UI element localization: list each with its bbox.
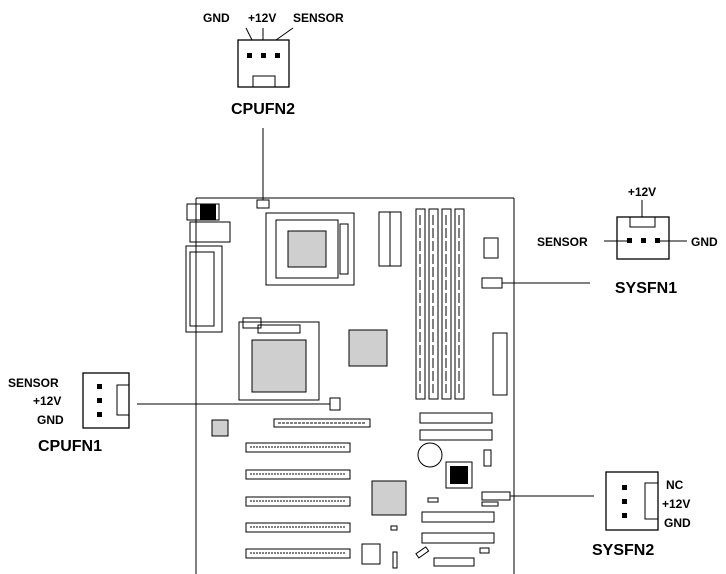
- io-chip: [445, 461, 473, 489]
- cpufn1-pin-gnd-label: GND: [37, 413, 64, 427]
- pci-slots: [245, 442, 351, 559]
- sysfn1-title: SYSFN1: [615, 280, 677, 297]
- sysfn2-pin: [622, 485, 627, 490]
- sysfn2-pin-gnd-label: GND: [664, 516, 691, 530]
- north-bridge-chip: [348, 329, 388, 367]
- cpufn1-key: [116, 384, 130, 416]
- sysfn2-connector: NC +12V GND SYSFN2: [510, 471, 691, 559]
- cpu-socket-1-inner: [275, 219, 339, 279]
- cpufn1-pin-12v-label: +12V: [33, 394, 61, 408]
- sysfn2-pin-nc-label: NC: [666, 478, 684, 492]
- ide-connector-secondary: [419, 429, 493, 441]
- board-small-component: [479, 547, 490, 554]
- cpufn1-title: CPUFN1: [38, 438, 102, 455]
- sysfn2-board-header-pins: [481, 501, 499, 507]
- rear-io-ps2-port-fill: [200, 204, 216, 220]
- cmos-battery: [417, 442, 443, 468]
- south-bridge-chip: [371, 480, 407, 516]
- lower-connector-1: [421, 511, 495, 523]
- sysfn1-connector: +12V SENSOR GND SYSFN1: [502, 185, 718, 297]
- cpufn2-leader-gnd: [245, 27, 253, 41]
- cpu-socket-1: [265, 212, 355, 286]
- sysfn1-pin-12v-label: +12V: [628, 185, 656, 199]
- cpufn1-pin: [97, 398, 102, 403]
- floppy-connector: [492, 332, 508, 396]
- cpufn2-pin-gnd-label: GND: [203, 11, 230, 25]
- rear-io-usb-port: [189, 221, 231, 243]
- board-bottom-connector: [433, 557, 475, 567]
- cpufn2-pin: [275, 53, 280, 58]
- cpufn1-pin: [97, 384, 102, 389]
- board-small-component: [483, 449, 492, 467]
- dimm-slot: [428, 208, 439, 400]
- rear-io-parallel-inner: [189, 251, 215, 327]
- board-chip-left: [211, 419, 229, 437]
- board-small-component: [415, 546, 430, 559]
- cpufn2-pin-12v-label: +12V: [248, 11, 276, 25]
- cpufn2-pin: [261, 53, 266, 58]
- cpu-socket-1-core: [287, 230, 327, 268]
- sysfn2-pin: [622, 513, 627, 518]
- board-small-chip: [361, 543, 381, 565]
- cpufn2-title: CPUFN2: [231, 101, 295, 118]
- cpufn2-pin: [247, 53, 252, 58]
- rear-io-parallel-port: [185, 245, 223, 333]
- motherboard: [185, 197, 515, 574]
- board-chip-small: [483, 237, 499, 259]
- sysfn2-title: SYSFN2: [592, 542, 654, 559]
- io-chip-core: [450, 466, 468, 484]
- sysfn2-board-header: [481, 491, 511, 501]
- sysfn1-pin-sensor-label: SENSOR: [537, 235, 588, 249]
- board-small-component: [427, 497, 439, 503]
- cpu-socket-1-lever: [339, 223, 349, 275]
- sysfn2-pin-12v-label: +12V: [662, 497, 690, 511]
- cpufn2-key: [252, 75, 276, 88]
- cpufn1-board-header: [329, 397, 341, 411]
- cpufn2-pin-sensor-label: SENSOR: [293, 11, 344, 25]
- sysfn1-board-header: [481, 277, 503, 289]
- cpu-socket-2: [238, 321, 320, 401]
- ide-connector-primary: [419, 412, 493, 424]
- cpufn1-pin: [97, 412, 102, 417]
- cpu-socket-2-core: [251, 339, 307, 393]
- agp-slot: [273, 418, 371, 428]
- cpufn2-leader-sensor: [275, 27, 294, 41]
- cpufn2-header-body: [237, 39, 290, 88]
- dimm-slot: [454, 208, 465, 400]
- dimm-slot: [415, 208, 426, 400]
- sysfn2-header-body: [605, 471, 659, 531]
- socket-2-clip: [242, 317, 262, 329]
- cpu-socket-2-lever: [257, 324, 301, 334]
- cpufn1-connector: SENSOR +12V GND CPUFN1: [8, 372, 330, 455]
- pci-slot: [245, 442, 351, 453]
- pci-slot: [245, 469, 351, 480]
- sysfn2-pin: [622, 499, 627, 504]
- cpufn2-connector: GND +12V SENSOR CPUFN2: [203, 11, 344, 200]
- pci-slot: [245, 522, 351, 533]
- board-small-component: [390, 525, 398, 531]
- cpufn2-board-header: [256, 199, 270, 209]
- board-small-component: [392, 551, 398, 569]
- sysfn1-pin: [627, 238, 632, 243]
- sysfn2-key: [644, 482, 659, 520]
- sysfn1-pin: [641, 238, 646, 243]
- pci-slot: [245, 548, 351, 559]
- dimm-slots: [415, 208, 465, 400]
- pci-slot: [245, 496, 351, 507]
- cpufn1-pin-sensor-label: SENSOR: [8, 376, 59, 390]
- sysfn1-pin-gnd-label: GND: [691, 235, 718, 249]
- sysfn1-pin: [655, 238, 660, 243]
- dimm-slot: [441, 208, 452, 400]
- sysfn1-key: [629, 216, 656, 228]
- lower-connector-2: [421, 532, 495, 544]
- cpufn1-header-body: [82, 372, 130, 429]
